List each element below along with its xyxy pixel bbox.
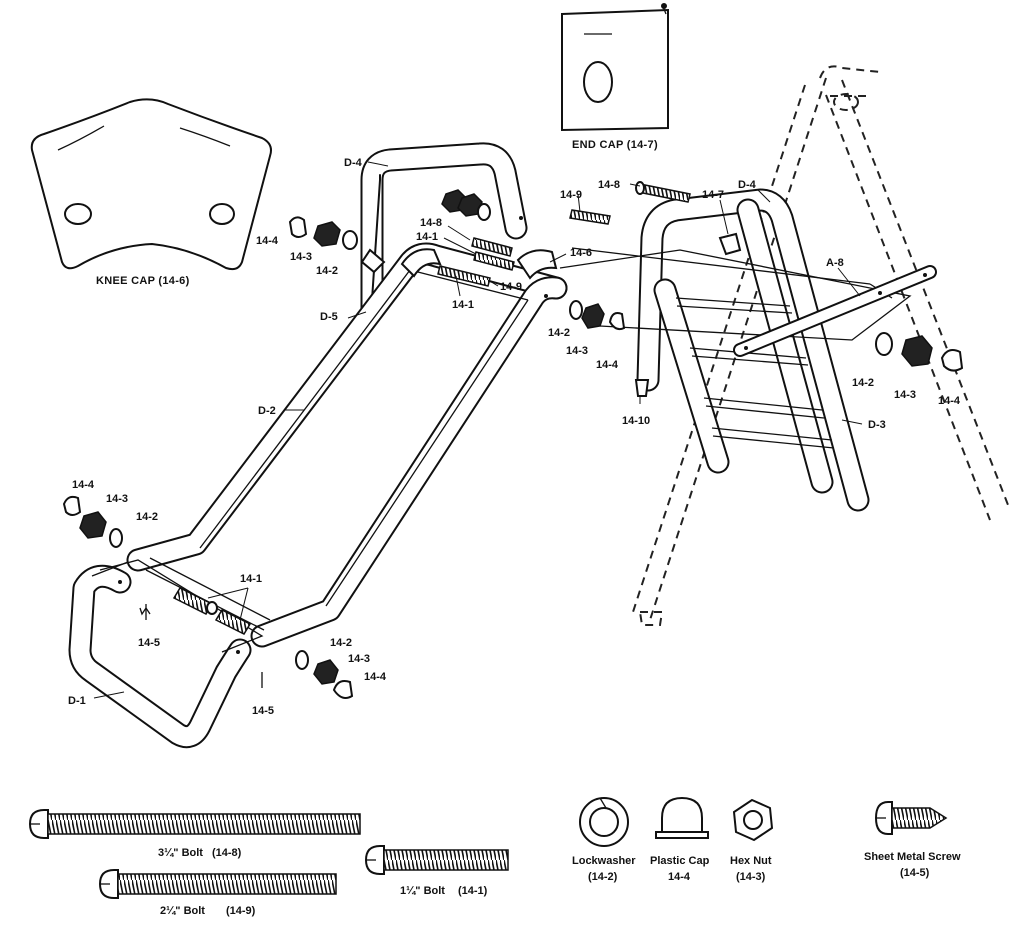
slide-bed-d2 bbox=[126, 242, 568, 648]
hardware-legend: 3¼" Bolt (14-8) 2¼" Bolt (14-9) 1¼" Bolt… bbox=[28, 796, 961, 917]
callout-14-1-bottom: 14-1 bbox=[240, 573, 262, 585]
brace-a8 bbox=[733, 265, 937, 357]
hardware-lower-right bbox=[261, 650, 354, 699]
callout-14-3-lower-left: 14-3 bbox=[106, 493, 128, 505]
end-cap-detail: END CAP (14-7) bbox=[561, 3, 669, 151]
callout-14-9-top: 14-9 bbox=[560, 189, 582, 201]
plastic-cap-name: Plastic Cap bbox=[650, 855, 710, 867]
callout-labels: D-4 D-4 D-5 D-2 D-1 D-3 A-8 14-9 14-8 14… bbox=[68, 157, 961, 717]
bolt-2-25-name: 2¼" Bolt bbox=[160, 905, 205, 917]
sheet-metal-screw-code: (14-5) bbox=[900, 867, 930, 879]
sheet-metal-screw-icon bbox=[874, 801, 948, 835]
callout-14-3-ul: 14-3 bbox=[290, 251, 312, 263]
plastic-cap-code: 14-4 bbox=[668, 871, 691, 883]
callout-14-3-bottom: 14-3 bbox=[348, 653, 370, 665]
handle-d1 bbox=[68, 559, 264, 749]
end-cap-slot bbox=[583, 61, 613, 103]
callout-14-2-lower-left: 14-2 bbox=[136, 511, 158, 523]
callout-14-5-left: 14-5 bbox=[138, 637, 160, 649]
lockwasher-icon bbox=[579, 797, 629, 847]
callout-14-4-center: 14-4 bbox=[596, 359, 619, 371]
bolt-1-25-name: 1¼" Bolt bbox=[400, 885, 445, 897]
bolt-1-25-icon bbox=[364, 845, 509, 875]
crossbar-bottom bbox=[145, 557, 271, 635]
lockwasher-name: Lockwasher bbox=[572, 855, 636, 867]
callout-14-1-mid: 14-1 bbox=[416, 231, 438, 243]
callout-14-4-bottom: 14-4 bbox=[364, 671, 387, 683]
callout-d2: D-2 bbox=[258, 405, 276, 417]
callout-14-2-right: 14-2 bbox=[852, 377, 874, 389]
hardware-lower-left bbox=[62, 495, 151, 620]
callout-14-2-center: 14-2 bbox=[548, 327, 570, 339]
callout-14-2-ul: 14-2 bbox=[316, 265, 338, 277]
callout-d1: D-1 bbox=[68, 695, 86, 707]
callout-14-10: 14-10 bbox=[622, 415, 650, 427]
hex-nut-icon bbox=[732, 798, 774, 842]
knee-cap-detail: KNEE CAP (14-6) bbox=[30, 98, 272, 287]
knee-cap-hole-left bbox=[64, 203, 92, 225]
ladder-d3 bbox=[636, 188, 870, 512]
callout-14-4-ul: 14-4 bbox=[256, 235, 279, 247]
callout-14-7: 14-7 bbox=[702, 189, 724, 201]
callout-14-2-bottom: 14-2 bbox=[330, 637, 352, 649]
leader-lines bbox=[93, 161, 863, 699]
callout-d5: D-5 bbox=[320, 311, 338, 323]
bolt-3-25-icon bbox=[28, 809, 361, 839]
lockwasher-code: (14-2) bbox=[588, 871, 618, 883]
callout-14-3-right: 14-3 bbox=[894, 389, 916, 401]
bolt-2-25-icon bbox=[98, 869, 337, 899]
hardware-center-bolts bbox=[437, 181, 742, 287]
callout-a8: A-8 bbox=[826, 257, 844, 269]
hardware-upper-left bbox=[288, 189, 491, 250]
callout-14-4-right: 14-4 bbox=[938, 395, 961, 407]
callout-14-1-low: 14-1 bbox=[452, 299, 474, 311]
callout-14-8-mid: 14-8 bbox=[420, 217, 442, 229]
bolt-1-25-code: (14-1) bbox=[458, 885, 488, 897]
sheet-metal-screw-name: Sheet Metal Screw bbox=[864, 851, 961, 863]
hardware-middle-right bbox=[569, 300, 650, 397]
callout-d3: D-3 bbox=[868, 419, 886, 431]
callout-d4-right: D-4 bbox=[738, 179, 757, 191]
end-cap-label: END CAP (14-7) bbox=[572, 139, 658, 151]
callout-14-5-right: 14-5 bbox=[252, 705, 274, 717]
knee-caps-installed bbox=[360, 248, 558, 280]
knee-cap-label: KNEE CAP (14-6) bbox=[96, 275, 190, 287]
callout-14-8-top: 14-8 bbox=[598, 179, 620, 191]
callout-14-3-center: 14-3 bbox=[566, 345, 588, 357]
hex-nut-code: (14-3) bbox=[736, 871, 766, 883]
bolt-3-25-code: (14-8) bbox=[212, 847, 242, 859]
hex-nut-name: Hex Nut bbox=[730, 855, 772, 867]
callout-14-4-lower-left: 14-4 bbox=[72, 479, 95, 491]
callout-14-6: 14-6 bbox=[570, 247, 592, 259]
knee-cap-hole-right bbox=[209, 203, 235, 225]
hardware-right bbox=[875, 332, 964, 372]
plastic-cap-icon bbox=[655, 796, 709, 839]
callout-d4-left: D-4 bbox=[344, 157, 363, 169]
bolt-3-25-name: 3¼" Bolt bbox=[158, 847, 203, 859]
callout-14-9-mid: 14-9 bbox=[500, 281, 522, 293]
bolt-2-25-code: (14-9) bbox=[226, 905, 256, 917]
